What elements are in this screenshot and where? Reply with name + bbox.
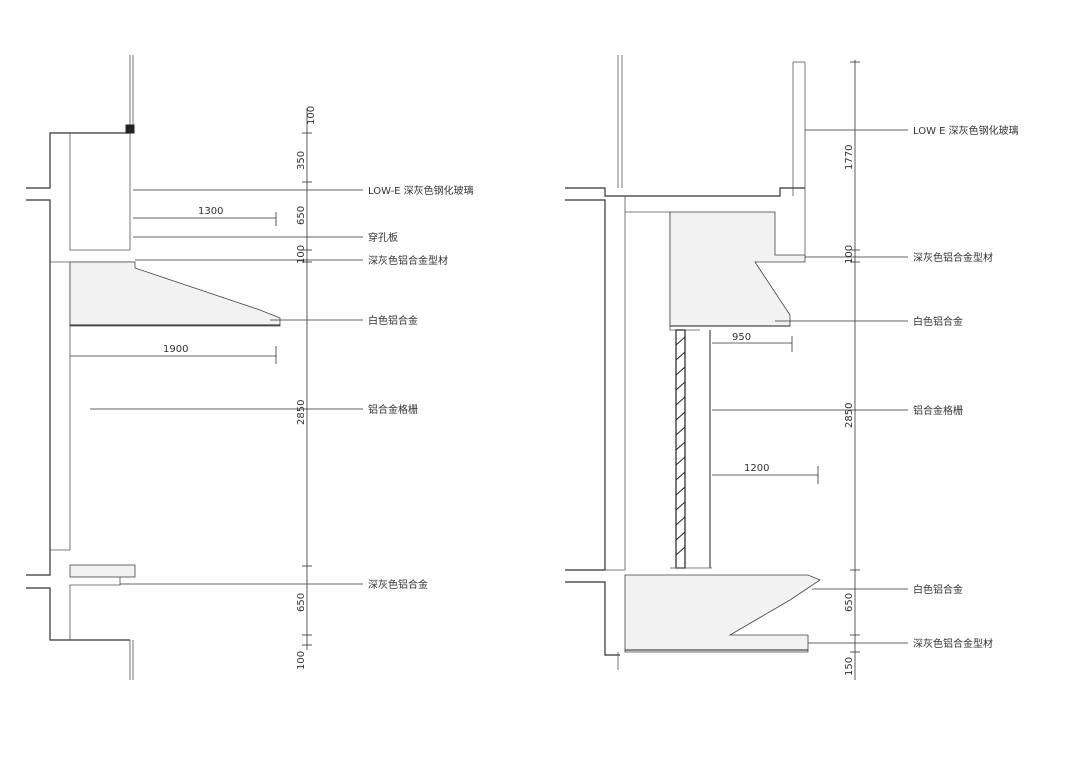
dim-right-h-950: 950	[732, 332, 751, 343]
left-bottom-slab	[69, 574, 121, 640]
dim-left-h-1300: 1300	[198, 206, 223, 217]
left-sill	[69, 564, 136, 578]
dim-right-h-1200: 1200	[744, 463, 769, 474]
dim-right-v-650: 650	[844, 593, 855, 612]
dim-left-v-100c: 100	[296, 651, 307, 670]
dim-right-v-1770: 1770	[844, 145, 855, 170]
right-lower-canopy	[624, 574, 821, 653]
label-right-dark-profile-bottom: 深灰色铝合金型材	[913, 637, 993, 650]
label-right-glass: LOW E 深灰色钢化玻璃	[913, 124, 1019, 137]
dim-right-v-150: 150	[844, 657, 855, 676]
label-left-dark-profile: 深灰色铝合金型材	[368, 254, 448, 267]
dim-left-v-350: 350	[296, 151, 307, 170]
left-glass-clip	[125, 124, 135, 134]
left-slab-top	[69, 133, 130, 251]
right-section: LOW E 深灰色钢化玻璃 深灰色铝合金型材 白色铝合金 铝合金格栅 白色铝合金…	[565, 55, 1019, 680]
left-wall-outline-2	[26, 199, 51, 576]
dim-left-v-650a: 650	[296, 206, 307, 225]
label-right-white-bottom: 白色铝合金	[913, 583, 963, 596]
right-dim-ticks	[850, 61, 860, 653]
left-wall-outline-3	[26, 587, 130, 641]
label-left-dark-al: 深灰色铝合金	[368, 578, 428, 591]
label-left-white-al: 白色铝合金	[368, 314, 418, 327]
dim-left-v-650b: 650	[296, 593, 307, 612]
label-right-dark-profile-top: 深灰色铝合金型材	[913, 251, 993, 264]
label-left-glass: LOW-E 深灰色钢化玻璃	[368, 184, 474, 197]
dim-left-h-1900: 1900	[163, 344, 188, 355]
dim-right-v-100: 100	[844, 245, 855, 264]
label-right-white-top: 白色铝合金	[913, 315, 963, 328]
dim-left-v-2850: 2850	[296, 400, 307, 425]
left-wall-outline	[26, 132, 130, 189]
right-wall-bottom-left	[565, 581, 620, 656]
label-left-perforated: 穿孔板	[368, 231, 398, 244]
right-grille-hatch	[675, 336, 686, 556]
left-dim-ticks	[302, 132, 312, 646]
right-wall-left	[565, 199, 606, 571]
label-right-grille: 铝合金格栅	[913, 404, 963, 417]
left-section: LOW-E 深灰色钢化玻璃 穿孔板 深灰色铝合金型材 白色铝合金 铝合金格栅 深…	[26, 55, 474, 680]
right-upper-box	[669, 211, 806, 327]
dim-right-v-2850: 2850	[844, 403, 855, 428]
left-canopy	[69, 261, 281, 327]
dim-left-v-100b: 100	[296, 245, 307, 264]
right-wall-top	[565, 187, 805, 197]
label-left-grille: 铝合金格栅	[368, 403, 418, 416]
dim-left-v-100a: 100	[306, 106, 317, 125]
